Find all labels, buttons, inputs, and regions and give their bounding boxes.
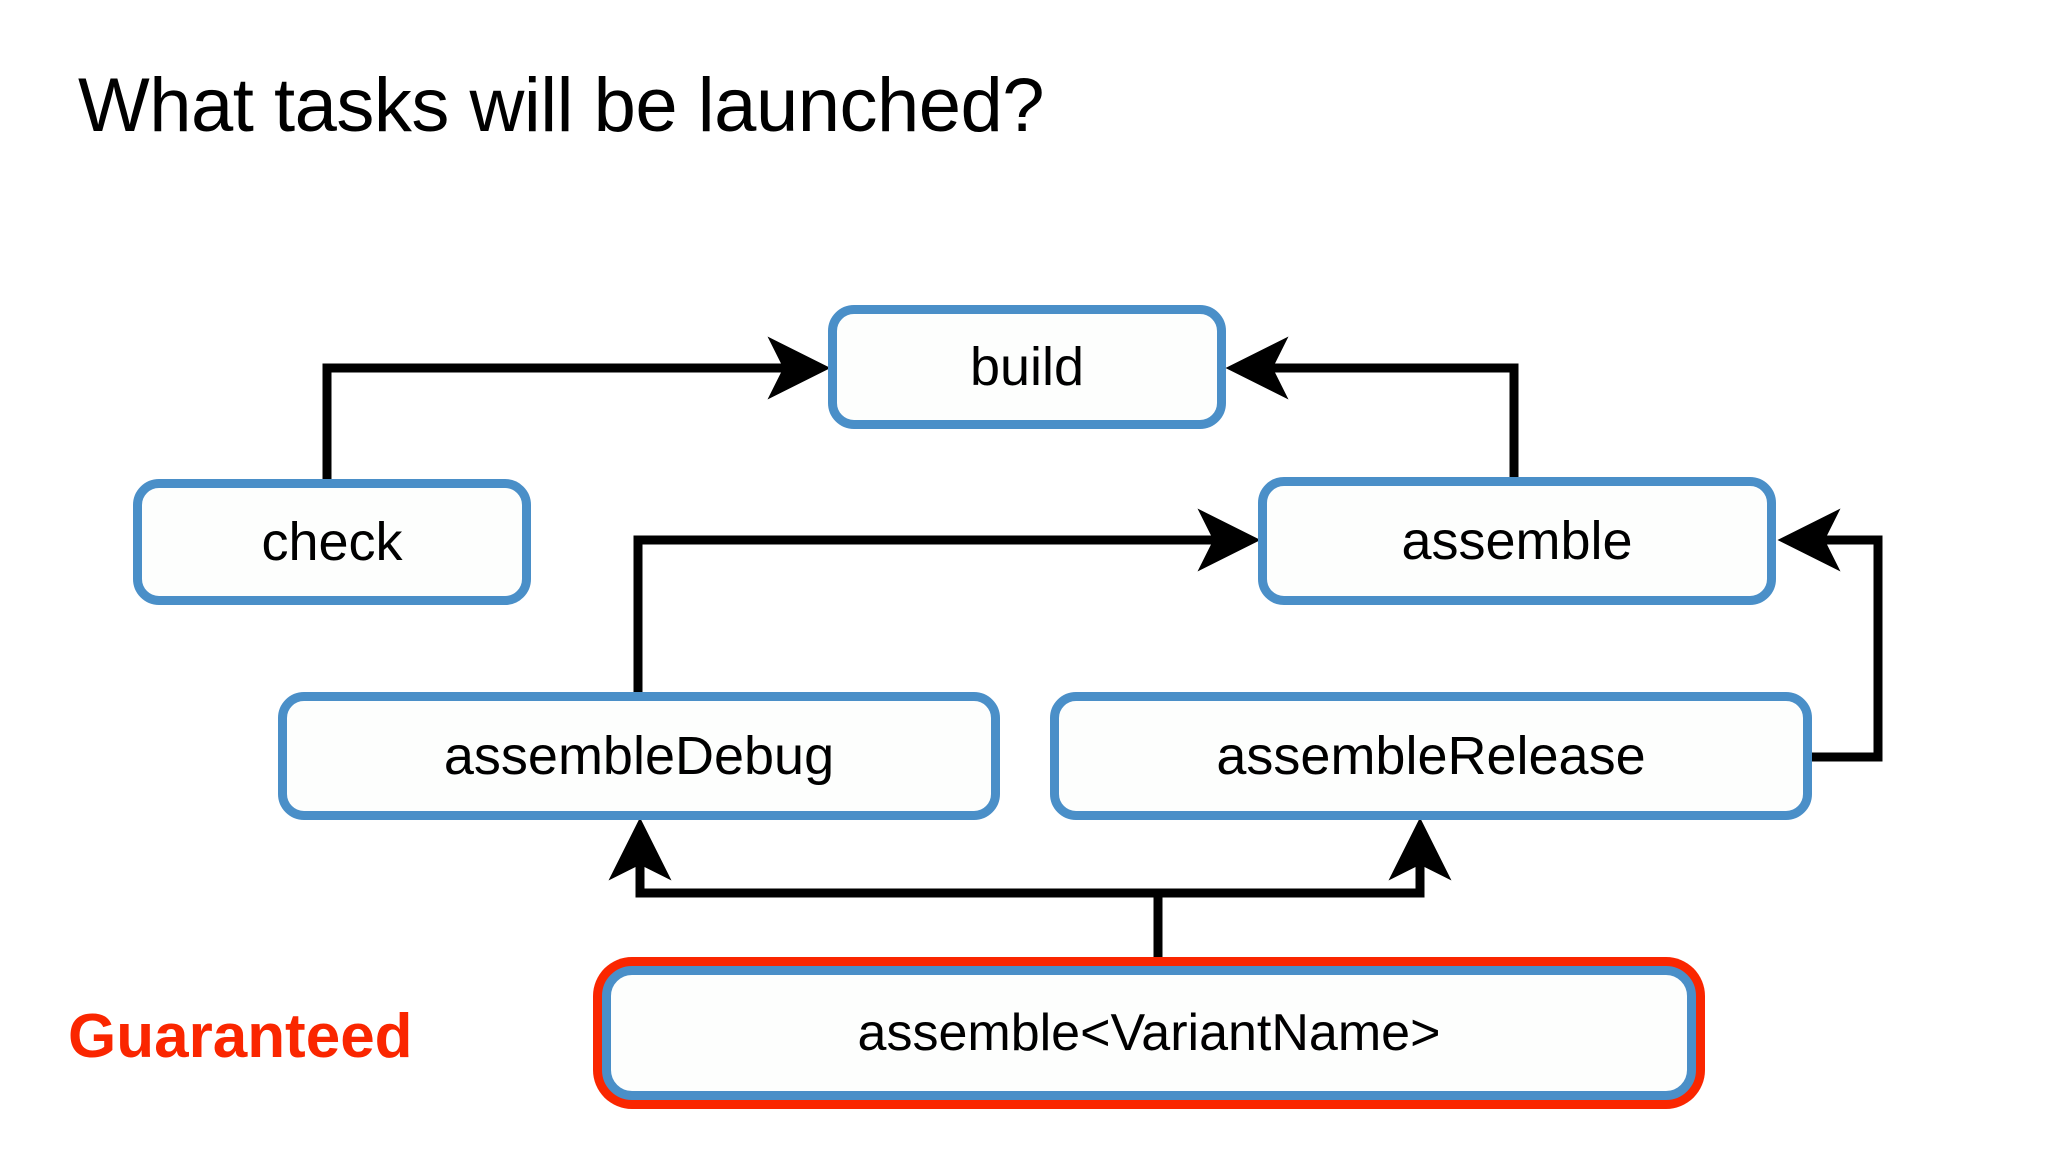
task-node-build[interactable]: build	[828, 305, 1226, 429]
task-node-assemble-variant[interactable]: assemble<VariantName>	[602, 966, 1696, 1100]
task-node-assemble-release[interactable]: assembleRelease	[1050, 692, 1812, 820]
edge-check-to-build	[322, 336, 831, 479]
task-node-assemble[interactable]: assemble	[1258, 477, 1776, 605]
edge-assembledebug-to-assemble	[633, 508, 1261, 692]
page-title: What tasks will be launched?	[78, 63, 1045, 148]
edge-assemblerelease-to-assemble	[1777, 508, 1883, 762]
edge-assemble-to-build	[1225, 336, 1519, 477]
task-node-assemble-debug[interactable]: assembleDebug	[278, 692, 1000, 820]
guaranteed-annotation: Guaranteed	[68, 1002, 413, 1071]
edge-assemblevariant-to-assemblerelease	[1158, 817, 1452, 898]
edge-assemblevariant-to-assembledebug	[608, 817, 1158, 898]
task-node-check[interactable]: check	[133, 479, 531, 605]
